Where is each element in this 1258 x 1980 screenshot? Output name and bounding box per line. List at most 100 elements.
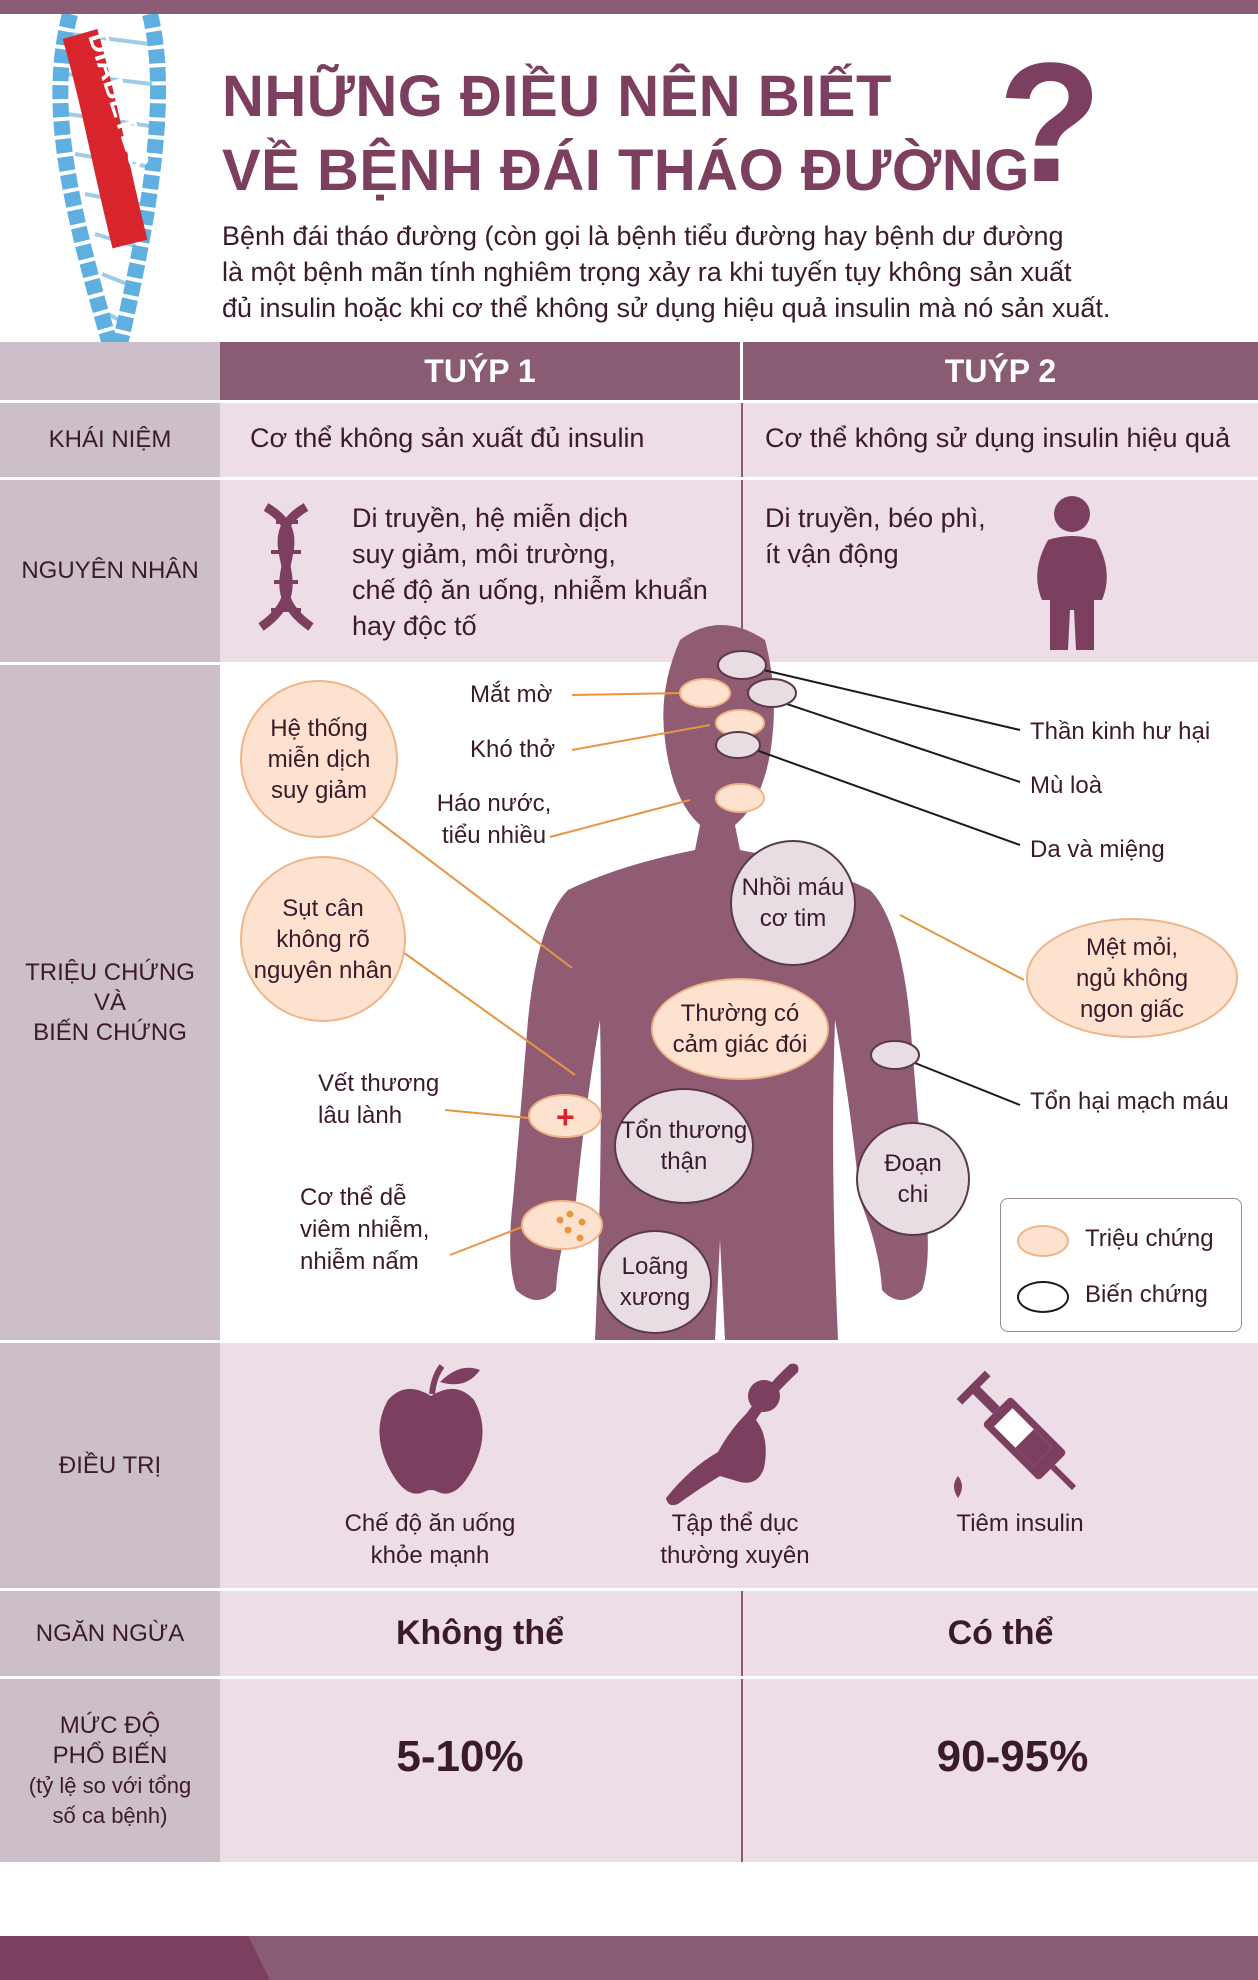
bubble-line: Hệ thống	[270, 714, 368, 742]
treatment-line: khỏe mạnh	[370, 1542, 490, 1569]
bubble-line: cơ tim	[759, 905, 827, 932]
column-divider	[741, 1591, 743, 1676]
label-line: Vết thương	[318, 1070, 440, 1097]
label-blind: Mù loà	[1030, 772, 1103, 799]
label-line: Háo nước,	[436, 790, 552, 817]
label-nerve: Thần kinh hư hại	[1030, 718, 1211, 745]
dna-icon	[258, 503, 314, 631]
bubble-line: Mệt mỏi,	[1085, 933, 1178, 961]
bubble-line: thận	[660, 1148, 708, 1175]
cause-line: Di truyền, hệ miễn dịch	[352, 503, 629, 533]
treatment-line: thường xuyên	[660, 1542, 810, 1569]
treatment-diet: Chế độ ăn uống khỏe mạnh	[320, 1508, 540, 1572]
prevention-type1: Không thể	[395, 1614, 565, 1652]
intro-line: đủ insulin hoặc khi cơ thể không sử dụng…	[222, 293, 1111, 323]
bubble-line: Tổn thương	[620, 1117, 748, 1144]
question-mark-icon: ?	[998, 28, 1102, 218]
cause-line: ít vận động	[765, 539, 899, 569]
legend-symptom-swatch	[1017, 1225, 1069, 1257]
row-concept	[220, 403, 1258, 477]
legend: Triệu chứng Biến chứng	[1000, 1198, 1242, 1332]
concept-type2: Cơ thể không sử dụng insulin hiệu quả	[765, 423, 1231, 453]
bubble-line: cảm giác đói	[672, 1031, 808, 1058]
prevalence-label-line: (tỷ lệ so với tổng	[28, 1772, 192, 1798]
label-breathing: Khó thở	[470, 736, 556, 763]
label-line: nhiễm nấm	[300, 1248, 419, 1275]
treatment-line: Chế độ ăn uống	[344, 1510, 516, 1537]
bubble-line: ngon giấc	[1079, 995, 1185, 1023]
intro-line: là một bệnh mãn tính nghiêm trọng xảy ra…	[222, 257, 1072, 287]
treatment-line: Tập thể dục	[671, 1510, 799, 1537]
cause-type1: Di truyền, hệ miễn dịch suy giảm, môi tr…	[352, 500, 708, 644]
prevalence-label-line: số ca bệnh)	[52, 1802, 168, 1828]
prevalence-label-line: PHỔ BIẾN	[52, 1741, 168, 1769]
cause-line: suy giảm, môi trường,	[352, 539, 616, 569]
intro-line: Bệnh đái tháo đường (còn gọi là bệnh tiể…	[222, 221, 1064, 251]
obese-person-icon	[1037, 496, 1107, 650]
cause-line: chế độ ăn uống, nhiễm khuẩn	[352, 575, 708, 605]
bubble-line: miễn dịch	[267, 745, 371, 773]
label-vessel: Tổn hại mạch máu	[1030, 1088, 1229, 1115]
bubble-fatigue: Mệt mỏi, ngủ không ngon giấc	[1026, 918, 1238, 1038]
label-line: tiểu nhiều	[441, 822, 547, 849]
bubble-line: Sụt cân	[282, 894, 364, 922]
symptoms-label-line: BIẾN CHỨNG	[33, 1018, 187, 1046]
row-label-treatment: ĐIỀU TRỊ	[0, 1343, 220, 1588]
apple-icon	[379, 1364, 483, 1494]
bubble-line: suy giảm	[270, 776, 368, 804]
column-divider	[741, 480, 743, 662]
legend-complication-swatch	[1017, 1281, 1069, 1313]
bubble-heart: Nhồi máu cơ tim	[730, 840, 856, 966]
label-line: lâu lành	[318, 1102, 403, 1129]
treatment-exercise: Tập thể dục thường xuyên	[620, 1508, 850, 1572]
label-skin-mouth: Da và miệng	[1030, 836, 1165, 863]
label-thirst: Háo nước, tiểu nhiều	[430, 788, 558, 852]
column-header-type2: TUÝP 2	[743, 342, 1258, 400]
bubble-line: chi	[897, 1181, 929, 1208]
prevalence-type2: 90-95%	[936, 1732, 1089, 1781]
bubble-line: Nhồi máu	[741, 874, 845, 901]
bubble-amputation: Đoạn chi	[856, 1122, 970, 1236]
column-header-type1: TUÝP 1	[220, 342, 740, 400]
svg-text:+: +	[556, 1099, 575, 1135]
title-line2: VỀ BỆNH ĐÁI THÁO ĐƯỜNG	[222, 138, 1030, 203]
label-line: viêm nhiễm,	[300, 1216, 430, 1243]
legend-symptom-label: Triệu chứng	[1085, 1225, 1214, 1252]
prevalence-type1: 5-10%	[396, 1732, 524, 1781]
bubble-line: ngủ không	[1075, 964, 1189, 992]
label-blurred-vision: Mắt mờ	[470, 681, 553, 708]
label-line: Cơ thể dễ	[300, 1184, 407, 1211]
bubble-weight-loss: Sụt cân không rõ nguyên nhân	[240, 856, 406, 1022]
row-label-prevention: NGĂN NGỪA	[0, 1591, 220, 1676]
bubble-line: xương	[619, 1284, 691, 1311]
title-line1: NHỮNG ĐIỀU NÊN BIẾT	[222, 64, 892, 129]
column-divider	[741, 1679, 743, 1862]
bottom-bar-accent	[0, 1936, 270, 1980]
bubble-hunger: Thường có cảm giác đói	[651, 978, 829, 1080]
row-label-concept: KHÁI NIỆM	[0, 403, 220, 477]
syringe-icon	[954, 1370, 1077, 1498]
bubble-line: Đoạn	[884, 1150, 942, 1177]
cause-line: Di truyền, béo phì,	[765, 503, 986, 533]
label-wound: Vết thương lâu lành	[318, 1068, 458, 1132]
bubble-line: Thường có	[680, 1000, 800, 1027]
header-left-cell	[0, 342, 220, 400]
page-title: NHỮNG ĐIỀU NÊN BIẾT VỀ BỆNH ĐÁI THÁO ĐƯỜ…	[222, 60, 1030, 208]
bubble-kidney: Tổn thương thận	[614, 1088, 754, 1204]
bubble-line: nguyên nhân	[253, 956, 393, 984]
prevention-type2: Có thể	[947, 1614, 1054, 1652]
legend-complication-label: Biến chứng	[1085, 1281, 1208, 1308]
symptoms-label-line: TRIỆU CHỨNG	[25, 958, 195, 986]
dna-diabetes-icon: DIABETES	[52, 14, 167, 344]
bubble-immune: Hệ thống miễn dịch suy giảm	[240, 680, 398, 838]
treatment-insulin: Tiêm insulin	[956, 1510, 1084, 1537]
cause-type2: Di truyền, béo phì, ít vận động	[765, 500, 986, 572]
cause-line: hay độc tố	[352, 611, 477, 641]
row-label-prevalence: MỨC ĐỘ PHỔ BIẾN (tỷ lệ so với tổng số ca…	[0, 1679, 220, 1862]
label-infection: Cơ thể dễ viêm nhiễm, nhiễm nấm	[300, 1182, 460, 1278]
exercise-icon	[666, 1363, 799, 1506]
bubble-line: Loãng	[621, 1253, 689, 1280]
bubble-line: không rõ	[276, 925, 370, 953]
concept-type1: Cơ thể không sản xuất đủ insulin	[250, 423, 645, 453]
row-label-symptoms: TRIỆU CHỨNG VÀ BIẾN CHỨNG	[0, 665, 220, 1340]
